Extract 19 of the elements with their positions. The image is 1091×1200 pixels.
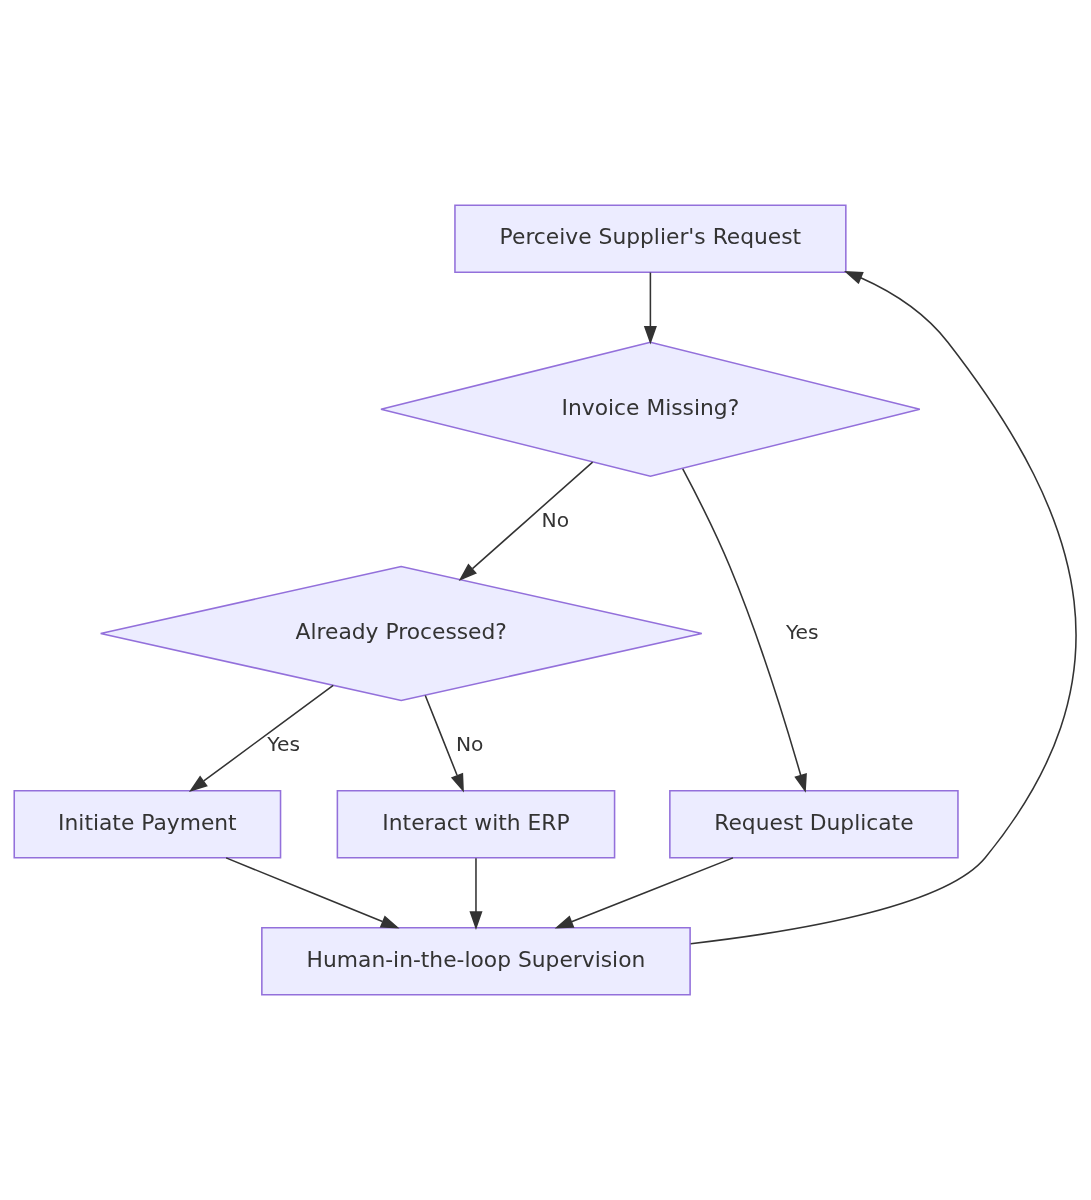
edge-label: Yes (785, 619, 819, 644)
node-diamond: Invoice Missing? (380, 341, 921, 477)
arrow (554, 857, 734, 929)
node-box: Perceive Supplier's Request (454, 204, 847, 273)
edge-label: No (541, 507, 570, 532)
arrow (643, 271, 657, 345)
edge-label: No (455, 731, 484, 756)
arrow (424, 694, 464, 793)
arrow (469, 857, 483, 930)
node-box: Initiate Payment (13, 790, 282, 859)
node-box: Human-in-the-loop Supervision (261, 927, 691, 996)
arrow (681, 468, 807, 793)
arrow (225, 857, 400, 929)
node-box: Request Duplicate (669, 790, 959, 859)
arrow (188, 684, 334, 792)
edge-label: Yes (267, 731, 300, 756)
arrow (689, 270, 1077, 945)
node-box: Interact with ERP (336, 790, 616, 859)
arrow (458, 461, 594, 581)
